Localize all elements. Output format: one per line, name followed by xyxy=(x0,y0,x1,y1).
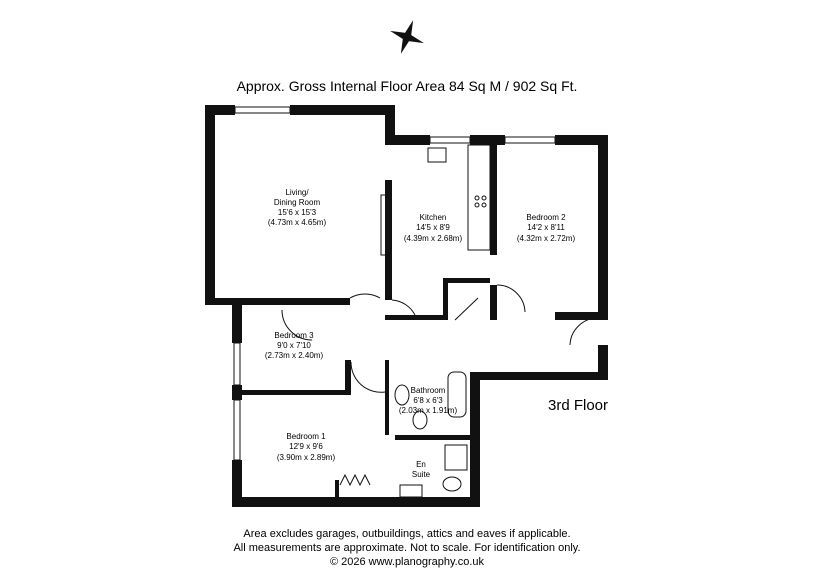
room-name: Bedroom 3 xyxy=(274,331,314,340)
room-dimensions: (3.90m x 2.89m) xyxy=(277,453,336,462)
fixtures xyxy=(339,144,491,498)
room-name: Suite xyxy=(412,470,431,479)
room-labels: Living/ Dining Room 15'6 x 15'3 (4.73m x… xyxy=(265,188,576,479)
room-dimensions: 6'8 x 6'3 xyxy=(413,396,443,405)
floor-area-title: Approx. Gross Internal Floor Area 84 Sq … xyxy=(236,78,578,94)
room-name: Living/ xyxy=(285,188,309,197)
room-name: En xyxy=(416,460,426,469)
footer-line: All measurements are approximate. Not to… xyxy=(233,542,581,554)
room-dimensions: (4.39m x 2.68m) xyxy=(404,234,463,243)
footer-line: Area excludes garages, outbuildings, att… xyxy=(243,528,571,540)
room-name: Bathroom xyxy=(411,386,446,395)
room-name: Bedroom 2 xyxy=(526,213,566,222)
room-dimensions: 14'5 x 8'9 xyxy=(416,223,450,232)
room-name: Kitchen xyxy=(420,213,447,222)
doors xyxy=(281,284,599,393)
room-dimensions: (4.73m x 4.65m) xyxy=(268,218,327,227)
room-name: Bedroom 1 xyxy=(286,432,326,441)
room-dimensions: (2.73m x 2.40m) xyxy=(265,351,324,360)
room-dimensions: 9'0 x 7'10 xyxy=(277,341,311,350)
room-dimensions: (2.03m x 1.91m) xyxy=(399,406,458,415)
compass-icon xyxy=(390,20,424,54)
room-dimensions: 15'6 x 15'3 xyxy=(278,208,317,217)
floor-label: 3rd Floor xyxy=(548,397,609,414)
windows xyxy=(206,106,556,461)
room-dimensions: 12'9 x 9'6 xyxy=(289,442,323,451)
room-dimensions: (4.32m x 2.72m) xyxy=(517,234,576,243)
room-dimensions: 14'2 x 8'11 xyxy=(527,223,565,232)
walls xyxy=(205,105,608,507)
room-name: Dining Room xyxy=(274,198,321,207)
footer-line: © 2026 www.planography.co.uk xyxy=(329,556,485,568)
